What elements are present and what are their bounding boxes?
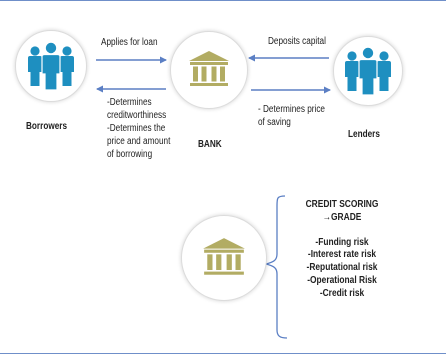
people-group-icon: [345, 46, 391, 96]
bank-node: [170, 31, 248, 109]
bank-icon: [203, 238, 245, 275]
deposits-capital-label: Deposits capital: [268, 36, 326, 47]
risk-item-credit: -Credit risk: [319, 287, 365, 299]
bank-credit-node: [181, 215, 267, 301]
credit-scoring-block: CREDIT SCORING →GRADE -Funding risk -Int…: [292, 199, 391, 301]
lenders-label: Lenders: [348, 129, 380, 140]
credit-scoring-title: CREDIT SCORING: [305, 199, 379, 210]
bank-icon: [189, 51, 229, 86]
lenders-node: [333, 36, 403, 106]
applies-for-loan-label: Applies for loan: [101, 37, 158, 48]
bank-to-lenders-label: - Determines price of saving: [258, 104, 325, 128]
borrowers-label: Borrowers: [26, 121, 68, 132]
bank-label: BANK: [198, 139, 222, 150]
risk-item-reputational: -Reputational risk: [306, 262, 378, 274]
risk-item-funding: -Funding risk: [315, 236, 369, 248]
risk-item-interest-rate: -Interest rate risk: [307, 249, 377, 261]
borrowers-node: [15, 30, 87, 102]
credit-scoring-brace: [265, 195, 288, 339]
bank-to-borrowers-label: -Determines creditworthiness -Determines…: [107, 97, 171, 160]
people-group-icon: [28, 41, 74, 91]
risk-item-operational: -Operational Risk: [307, 274, 377, 286]
grade-label: →GRADE: [322, 211, 362, 223]
